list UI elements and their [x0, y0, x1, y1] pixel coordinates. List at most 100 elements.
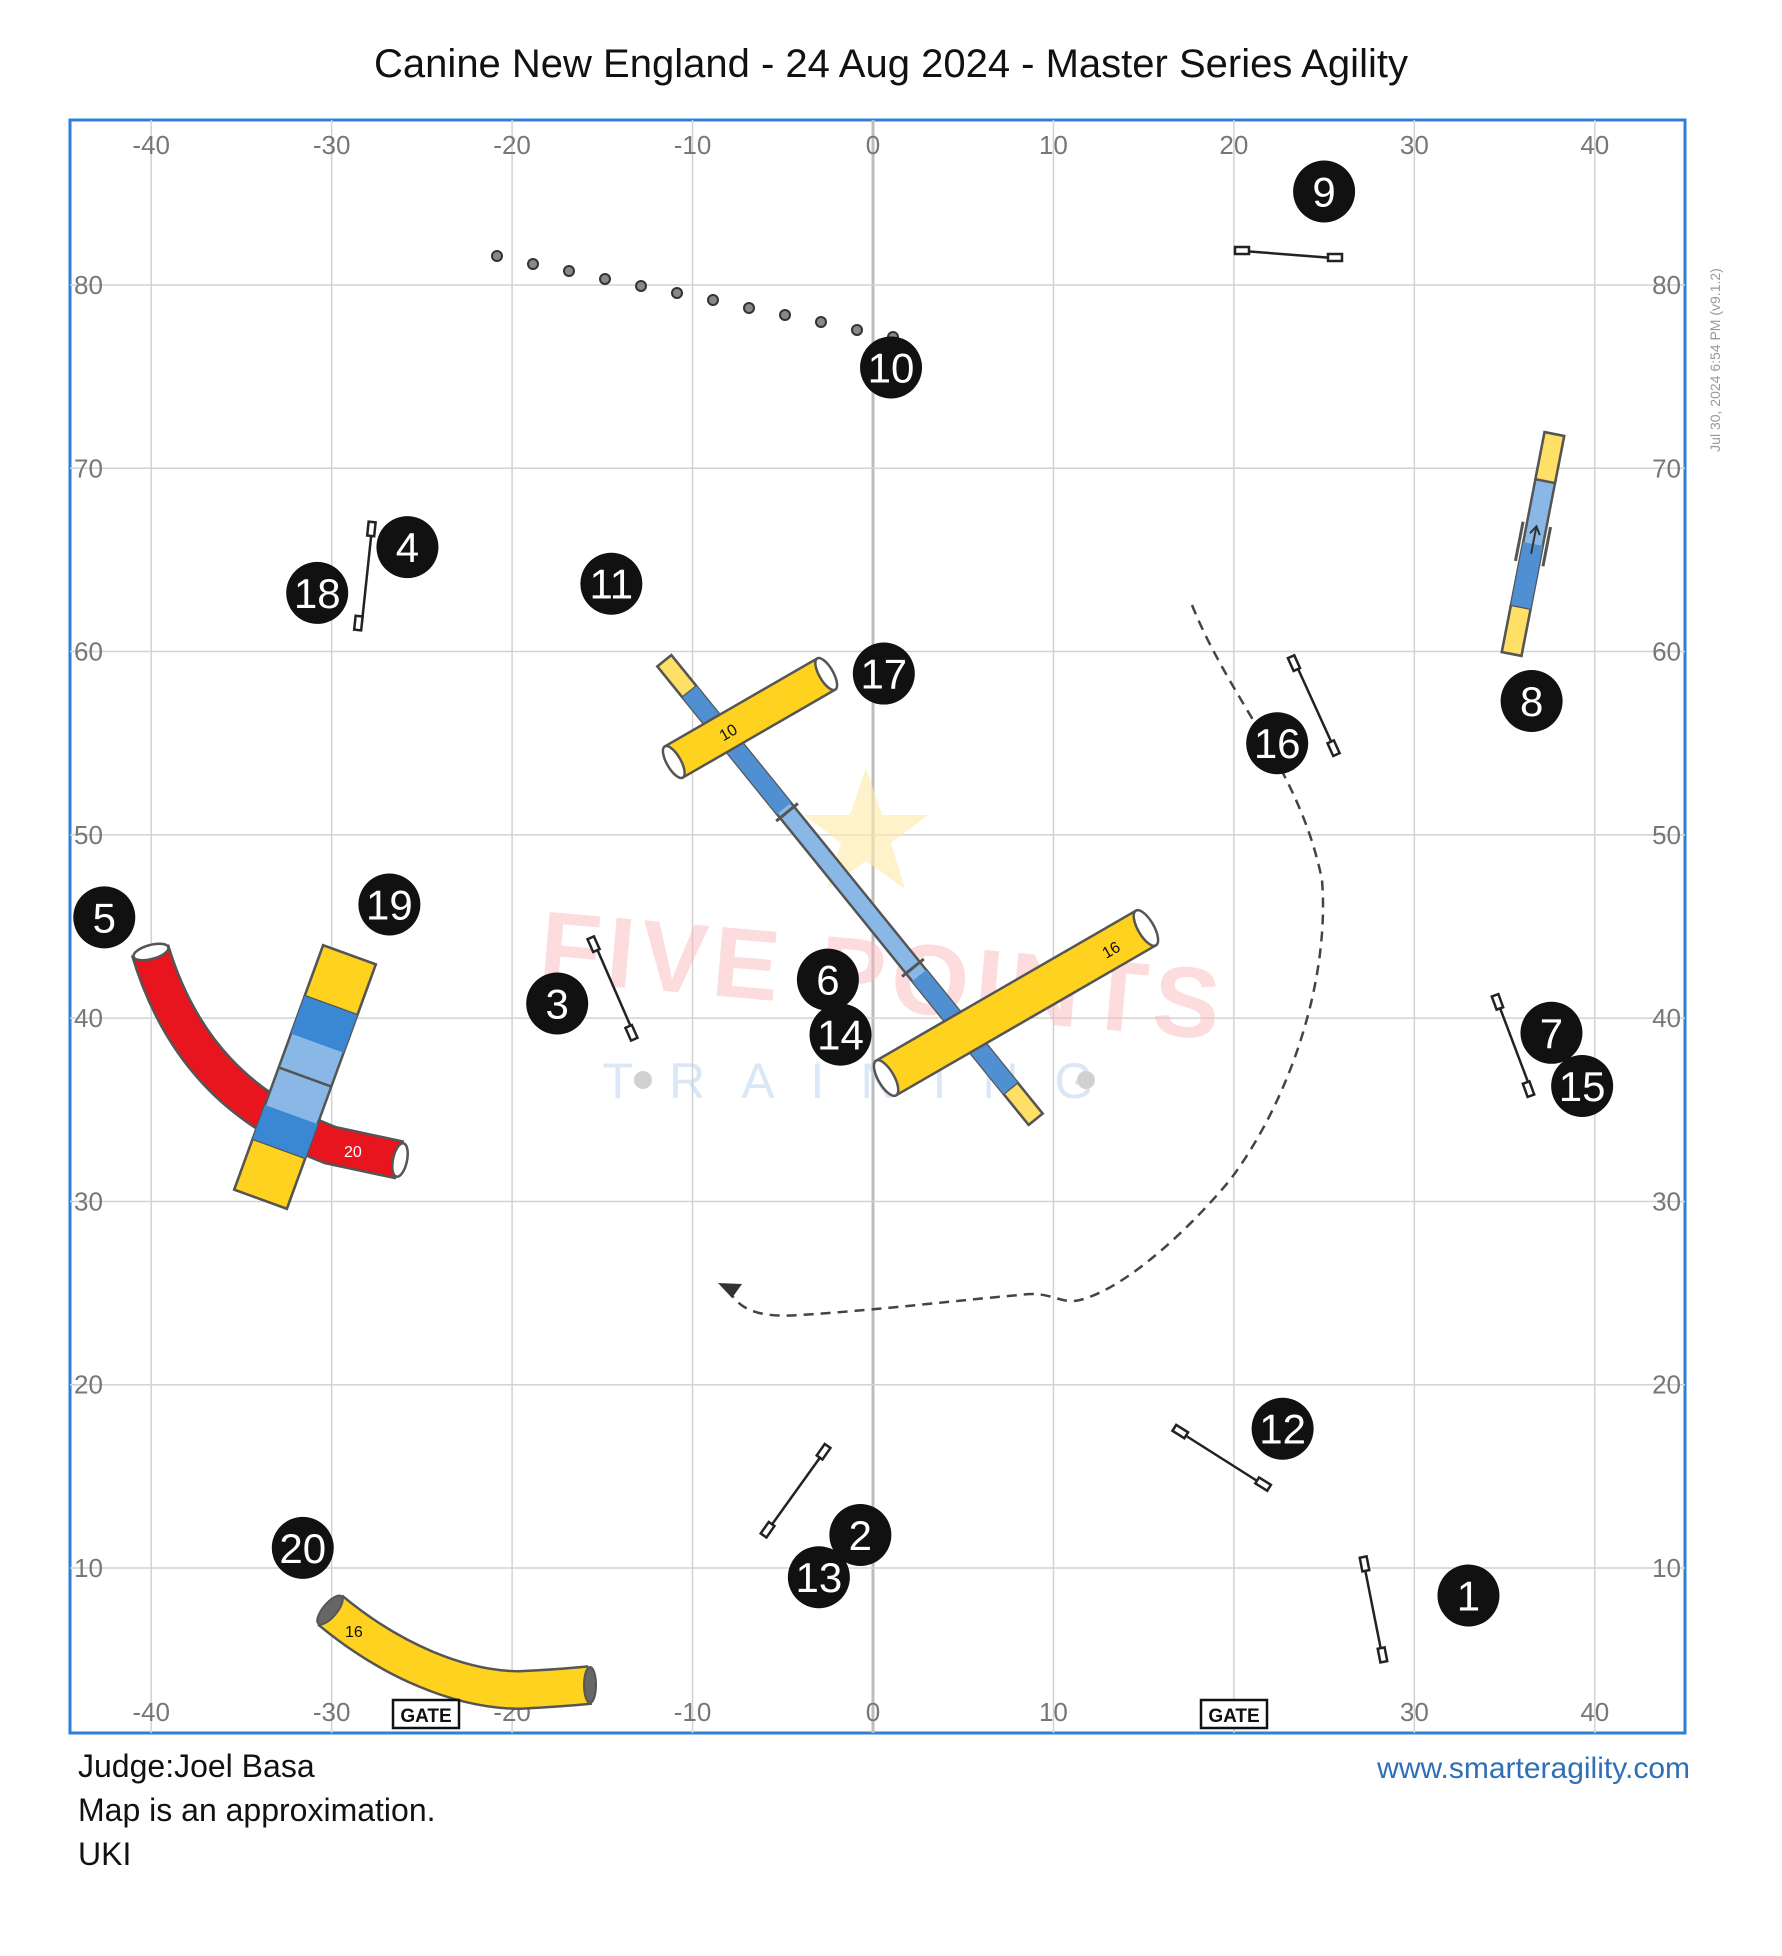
y-tick-label-left: 10 [74, 1553, 103, 1583]
x-tick-label-bottom: 0 [866, 1697, 880, 1727]
x-tick-label-bottom: 40 [1580, 1697, 1609, 1727]
marker-circle [286, 561, 349, 624]
obstacle-marker-16: 16 [1246, 712, 1309, 775]
obstacle-marker-19: 19 [358, 873, 421, 936]
obstacle-marker-2: 2 [829, 1504, 892, 1567]
y-tick-label-left: 50 [74, 820, 103, 850]
marker-circle [829, 1504, 892, 1567]
marker-circle [1500, 670, 1563, 733]
contact-19 [232, 943, 378, 1211]
y-tick-label-right: 30 [1652, 1186, 1681, 1216]
y-tick-label-right: 50 [1652, 820, 1681, 850]
path-arrow-icon [718, 1283, 742, 1298]
marker-number: 17 [860, 651, 907, 698]
marker-number: 14 [817, 1012, 864, 1059]
marker-number: 18 [294, 570, 341, 617]
marker-number: 16 [1254, 720, 1301, 767]
marker-circle [1246, 712, 1309, 775]
tunnel-17-label: 10 [717, 721, 741, 745]
x-tick-label-top: -30 [313, 130, 351, 160]
marker-circle [1437, 1564, 1500, 1627]
marker-number: 15 [1559, 1063, 1606, 1110]
marker-number: 4 [396, 524, 419, 571]
x-tick-label-top: 40 [1580, 130, 1609, 160]
obstacle-marker-7: 7 [1520, 1001, 1583, 1064]
obstacle-marker-6: 6 [796, 948, 859, 1011]
obstacle-marker-17: 17 [852, 642, 915, 705]
gate-right: GATE [1199, 1698, 1269, 1730]
jump-12 [1170, 1423, 1273, 1493]
tunnel-20: 16 [316, 1594, 597, 1711]
dashed-path [718, 604, 1325, 1317]
marker-circle [796, 948, 859, 1011]
y-tick-label-left: 70 [74, 453, 103, 483]
jump-7-15 [1490, 992, 1536, 1099]
course-title: Canine New England - 24 Aug 2024 - Maste… [374, 42, 1408, 86]
version-stamp: Jul 30, 2024 6:54 PM (v9.1.2) [1707, 268, 1723, 452]
obstacle-marker-13: 13 [787, 1546, 850, 1609]
jump-2-13 [758, 1442, 833, 1540]
judge-line: Judge:Joel Basa [78, 1748, 315, 1784]
x-tick-label-bottom: 10 [1039, 1697, 1068, 1727]
marker-number: 19 [366, 882, 413, 929]
website-link[interactable]: www.smarteragility.com [1377, 1752, 1690, 1785]
y-tick-label-right: 70 [1652, 453, 1681, 483]
x-tick-label-bottom: -10 [674, 1697, 712, 1727]
aframe-8 [1500, 430, 1566, 658]
x-tick-label-top: 20 [1219, 130, 1248, 160]
marker-circle [358, 873, 421, 936]
marker-number: 13 [795, 1554, 842, 1601]
watermark-star-icon [804, 768, 928, 889]
marker-circle [376, 516, 439, 579]
x-tick-label-top: -10 [674, 130, 712, 160]
obstacle-marker-11: 11 [580, 552, 643, 615]
jump-4-18 [352, 520, 377, 632]
marker-number: 2 [849, 1512, 872, 1559]
x-tick-label-top: 10 [1039, 130, 1068, 160]
y-tick-label-right: 40 [1652, 1003, 1681, 1033]
y-tick-label-left: 30 [74, 1186, 103, 1216]
obstacle-marker-12: 12 [1251, 1397, 1314, 1460]
gate-left-label: GATE [400, 1706, 451, 1727]
dogwalk [655, 653, 1045, 1127]
approximation-note: Map is an approximation. [78, 1792, 436, 1828]
tunnel-17: 10 [661, 656, 839, 780]
marker-circle [1251, 1397, 1314, 1460]
jump-16 [1286, 653, 1342, 758]
marker-circle [860, 336, 923, 399]
marker-circle [852, 642, 915, 705]
obstacle-marker-8: 8 [1500, 670, 1563, 733]
marker-circle [809, 1003, 872, 1066]
x-tick-label-top: 30 [1400, 130, 1429, 160]
footer-notes: Judge:Joel Basa Map is an approximation.… [78, 1744, 436, 1876]
marker-circle [580, 552, 643, 615]
marker-number: 6 [816, 957, 839, 1004]
marker-number: 12 [1259, 1406, 1306, 1453]
marker-circle [271, 1516, 334, 1579]
jump-3 [585, 934, 640, 1043]
organization: UKI [78, 1836, 132, 1872]
obstacle-marker-15: 15 [1551, 1054, 1614, 1117]
x-tick-label-bottom: -40 [132, 1697, 170, 1727]
marker-circle [1520, 1001, 1583, 1064]
y-tick-label-right: 10 [1652, 1553, 1681, 1583]
y-tick-label-left: 60 [74, 637, 103, 667]
jump-1 [1358, 1554, 1389, 1664]
obstacle-marker-14: 14 [809, 1003, 872, 1066]
y-tick-label-left: 20 [74, 1370, 103, 1400]
obstacle-marker-20: 20 [271, 1516, 334, 1579]
x-tick-label-top: -40 [132, 130, 170, 160]
y-tick-label-right: 80 [1652, 270, 1681, 300]
obstacle-marker-5: 5 [73, 886, 136, 949]
jump-9 [1233, 245, 1344, 263]
marker-circle [73, 886, 136, 949]
obstacle-marker-9: 9 [1293, 160, 1356, 223]
y-tick-label-left: 80 [74, 270, 103, 300]
marker-number: 8 [1520, 678, 1543, 725]
marker-number: 7 [1540, 1010, 1563, 1057]
x-tick-label-bottom: 30 [1400, 1697, 1429, 1727]
tunnel-20-label: 16 [345, 1624, 363, 1641]
obstacle-marker-1: 1 [1437, 1564, 1500, 1627]
y-tick-label-right: 60 [1652, 637, 1681, 667]
